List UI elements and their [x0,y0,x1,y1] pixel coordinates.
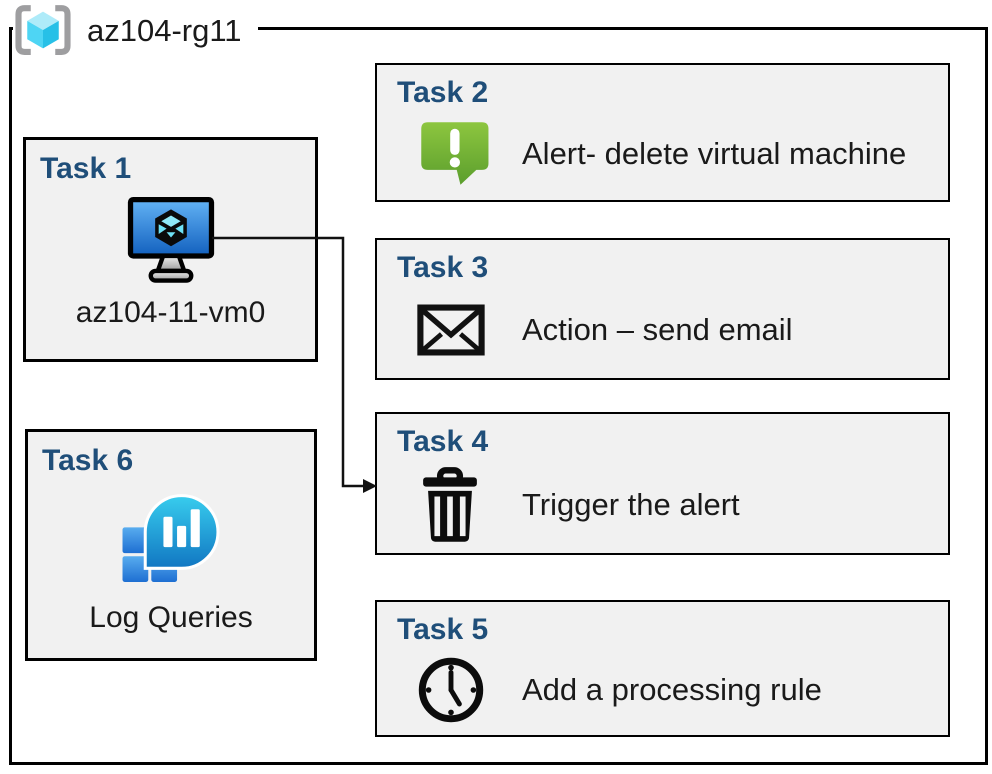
task1-heading: Task 1 [40,152,132,185]
task1-box: Task 1 az104 [23,137,318,362]
task6-box: Task 6 Log Queries [25,429,317,661]
task3-description: Action – send email [522,312,793,347]
task5-description: Add a processing rule [522,671,822,707]
task4-heading: Task 4 [397,425,489,458]
task2-description: Alert- delete virtual machine [522,135,907,171]
task5-box: Task 5 Add a processing rule [375,600,950,737]
task4-box: Task 4 Trigger the alert [375,412,950,555]
task5-heading: Task 5 [397,613,489,646]
task3-box: Task 3 Action – send email [375,238,950,380]
alert-icon [411,112,495,196]
resource-group-icon [15,4,71,56]
task6-item-label: Log Queries [89,601,253,634]
task4-description: Trigger the alert [522,486,740,522]
resource-group-frame [9,27,988,765]
virtual-machine-icon [127,196,215,286]
email-icon [417,304,485,356]
resource-group-title: az104-rg11 [87,12,242,48]
resource-group-header: az104-rg11 [13,2,258,58]
task1-item-label: az104-11-vm0 [75,296,266,329]
trash-icon [421,465,479,545]
task6-heading: Task 6 [42,444,134,477]
task3-heading: Task 3 [397,251,489,284]
task2-box: Task 2 Alert- delete virtual machine [375,63,950,202]
log-analytics-icon [121,488,221,585]
clock-icon [416,655,486,725]
task2-heading: Task 2 [397,76,489,109]
